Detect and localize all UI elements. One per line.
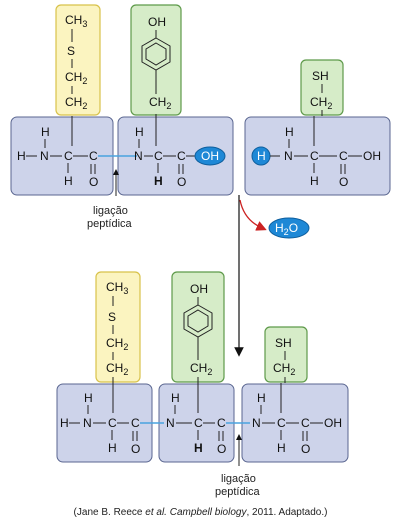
c-carbonyl-atom: C (301, 416, 310, 430)
methionine-sidechain-box-top (55, 4, 101, 116)
h-atom: H (108, 441, 117, 455)
c-carbonyl-atom: C (89, 149, 98, 163)
n-atom: N (252, 416, 261, 430)
sh-label-bottom: SH (275, 336, 292, 350)
ch3-label-top: CH3 (65, 13, 87, 29)
ch2-label-cys-bottom: CH2 (273, 361, 295, 377)
h-atom: H (277, 441, 286, 455)
water-label: H2O (275, 221, 298, 237)
h-atom: H (171, 391, 180, 405)
h-atom: H (64, 174, 73, 188)
methionine-sidechain-box-bottom (95, 271, 141, 383)
ch2-label-top-1: CH2 (65, 70, 87, 86)
c-carbonyl-atom: C (177, 149, 186, 163)
sh-label-top: SH (312, 69, 329, 83)
h-atom: H (17, 149, 26, 163)
c-alpha-atom: C (194, 416, 203, 430)
h-atom: H (310, 174, 319, 188)
ch2-label-bottom-2: CH2 (106, 361, 128, 377)
cysteine-sidechain-box-bottom (264, 326, 308, 383)
o-atom: O (89, 175, 98, 189)
o-atom: O (177, 175, 186, 189)
caption-part-1: (Jane B. Reece (73, 507, 146, 518)
ch2-label-tyr-top: CH2 (149, 95, 171, 111)
oh-oval (194, 146, 226, 166)
oh-label-tyr-bottom: OH (190, 282, 208, 296)
c-alpha-atom: C (108, 416, 117, 430)
c-alpha-atom: C (277, 416, 286, 430)
water-oval (268, 217, 310, 239)
caption-part-2: , 2011. Adaptado.) (246, 507, 328, 518)
n-atom: N (284, 149, 293, 163)
c-alpha-atom: C (64, 149, 73, 163)
n-atom: N (134, 149, 143, 163)
h-atom: H (285, 125, 294, 139)
c-carbonyl-atom: C (339, 149, 348, 163)
o-atom: O (131, 442, 140, 456)
s-label-bottom: S (108, 310, 116, 324)
h-atom: H (135, 125, 144, 139)
caption-book-title: Campbell biology (169, 507, 247, 518)
c-alpha-atom: C (154, 149, 163, 163)
n-atom: N (83, 416, 92, 430)
water-release-arrow (239, 199, 267, 231)
o-atom: O (339, 175, 348, 189)
bond-label-top-2: peptídica (87, 218, 133, 230)
c-carbonyl-atom: C (131, 416, 140, 430)
oh-label-tyr-top: OH (148, 15, 166, 29)
n-atom: N (166, 416, 175, 430)
n-atom: N (40, 149, 49, 163)
h-atom: H (194, 441, 203, 455)
bond-label-bottom-2: peptídica (215, 486, 261, 498)
ch2-label-bottom-1: CH2 (106, 336, 128, 352)
h-atom: H (257, 391, 266, 405)
s-label-top: S (67, 44, 75, 58)
h-atom: H (41, 125, 50, 139)
c-carbonyl-atom: C (217, 416, 226, 430)
o-atom: O (301, 442, 310, 456)
h-atom: H (154, 174, 163, 188)
h-atom: H (60, 416, 69, 430)
o-atom: O (217, 442, 226, 456)
bond-label-bottom-1: ligação (221, 473, 256, 485)
backbone-box-aa3-top (244, 116, 391, 196)
oh-oval-text: OH (201, 149, 219, 163)
source-caption: (Jane B. Reece et al. Campbell biology, … (0, 507, 401, 518)
c-alpha-atom: C (310, 149, 319, 163)
oh-atom: OH (324, 416, 342, 430)
oh-atom: OH (363, 149, 381, 163)
ch2-label-tyr-bottom: CH2 (190, 361, 212, 377)
h-atom: H (84, 391, 93, 405)
caption-et-al: et al. (145, 507, 167, 518)
ch2-label-top-2: CH2 (65, 95, 87, 111)
ch3-label-bottom: CH3 (106, 280, 128, 296)
bond-label-top-1: ligação (93, 205, 128, 217)
ch2-label-cys-top: CH2 (310, 95, 332, 111)
h-oval-text: H (257, 149, 266, 163)
